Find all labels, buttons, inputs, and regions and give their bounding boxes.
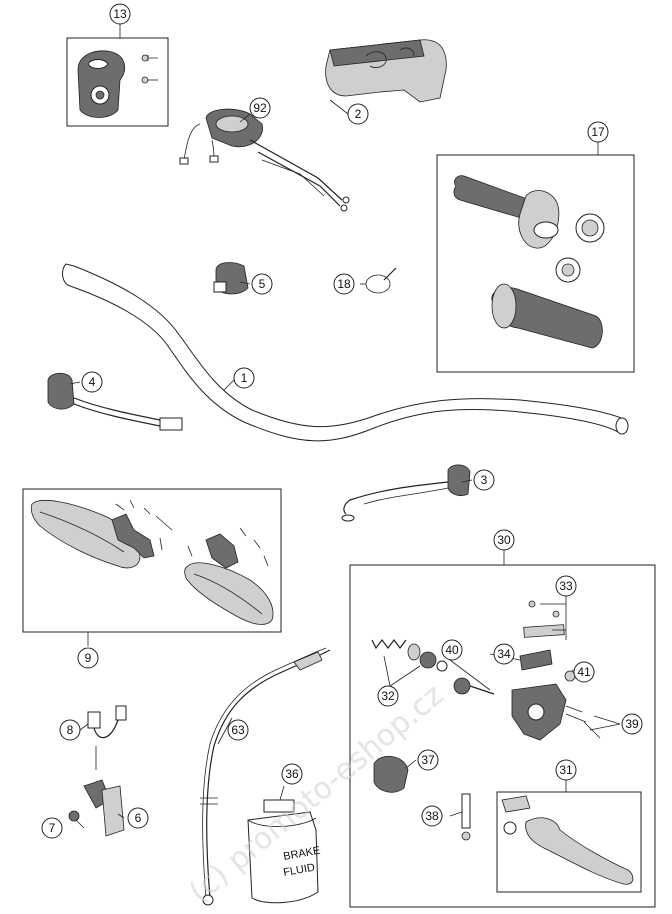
callout-13: 13 [109, 3, 131, 25]
callout-92: 92 [249, 97, 271, 119]
svg-text:32: 32 [381, 689, 395, 703]
cable-tie-18 [365, 267, 397, 294]
callout-37: 37 [417, 749, 439, 771]
callouts: 13 2 92 17 5 18 1 4 3 9 30 33 40 34 41 3… [41, 3, 643, 839]
group-box-17 [436, 154, 635, 373]
svg-text:9: 9 [85, 651, 92, 665]
callout-39: 39 [621, 713, 643, 735]
callout-8: 8 [59, 719, 81, 741]
callout-7: 7 [41, 817, 63, 839]
switch-3 [341, 464, 471, 522]
callout-18: 18 [333, 273, 355, 295]
svg-text:39: 39 [625, 717, 639, 731]
svg-text:63: 63 [231, 723, 245, 737]
svg-text:18: 18 [337, 277, 351, 291]
svg-text:6: 6 [135, 811, 142, 825]
svg-text:34: 34 [497, 647, 511, 661]
brake-fluid-bottle-36: BRAKE FLUID [247, 799, 321, 904]
handlebar-pad-2 [325, 39, 447, 103]
callout-63: 63 [227, 719, 249, 741]
callout-38: 38 [421, 805, 443, 827]
switch-4 [47, 372, 183, 431]
svg-text:17: 17 [591, 125, 605, 139]
brake-line-63 [200, 647, 331, 906]
svg-text:92: 92 [253, 101, 267, 115]
svg-text:31: 31 [559, 763, 573, 777]
master-cylinder-30 [371, 600, 634, 885]
svg-text:4: 4 [89, 375, 96, 389]
svg-text:36: 36 [285, 767, 299, 781]
switch-housing-13 [77, 50, 158, 118]
group-box-13 [66, 37, 169, 127]
svg-text:41: 41 [577, 665, 591, 679]
callout-17: 17 [587, 121, 609, 143]
callout-2: 2 [347, 103, 369, 125]
group-box-30 [349, 564, 656, 908]
svg-text:33: 33 [559, 579, 573, 593]
svg-text:1: 1 [241, 371, 248, 385]
callout-40: 40 [441, 639, 463, 661]
svg-text:13: 13 [113, 7, 127, 21]
svg-text:37: 37 [421, 753, 435, 767]
svg-text:8: 8 [67, 723, 74, 737]
bottle-text-fluid: FLUID [282, 862, 315, 879]
svg-text:5: 5 [259, 277, 266, 291]
callout-5: 5 [251, 273, 273, 295]
callout-36: 36 [281, 763, 303, 785]
group-box-31 [496, 791, 642, 893]
callout-41: 41 [573, 661, 595, 683]
group-box-9 [22, 488, 282, 633]
svg-text:2: 2 [355, 107, 362, 121]
callout-9: 9 [77, 647, 99, 669]
grips-17 [453, 175, 605, 349]
callout-3: 3 [473, 469, 495, 491]
callout-31: 31 [555, 759, 577, 781]
callout-1: 1 [233, 367, 255, 389]
handguards-9 [30, 499, 274, 625]
svg-text:38: 38 [425, 809, 439, 823]
callout-6: 6 [127, 807, 149, 829]
callout-30: 30 [493, 529, 515, 551]
callout-4: 4 [81, 371, 103, 393]
svg-text:30: 30 [497, 533, 511, 547]
brake-switch-6-7-8 [68, 705, 127, 837]
callout-34: 34 [493, 643, 515, 665]
svg-text:3: 3 [481, 473, 488, 487]
clamp-5 [213, 262, 249, 295]
handlebar-1 [62, 263, 629, 442]
svg-text:40: 40 [445, 643, 459, 657]
callout-33: 33 [555, 575, 577, 597]
svg-text:7: 7 [49, 821, 56, 835]
callout-32: 32 [377, 685, 399, 707]
throttle-housing-92 [179, 108, 350, 212]
